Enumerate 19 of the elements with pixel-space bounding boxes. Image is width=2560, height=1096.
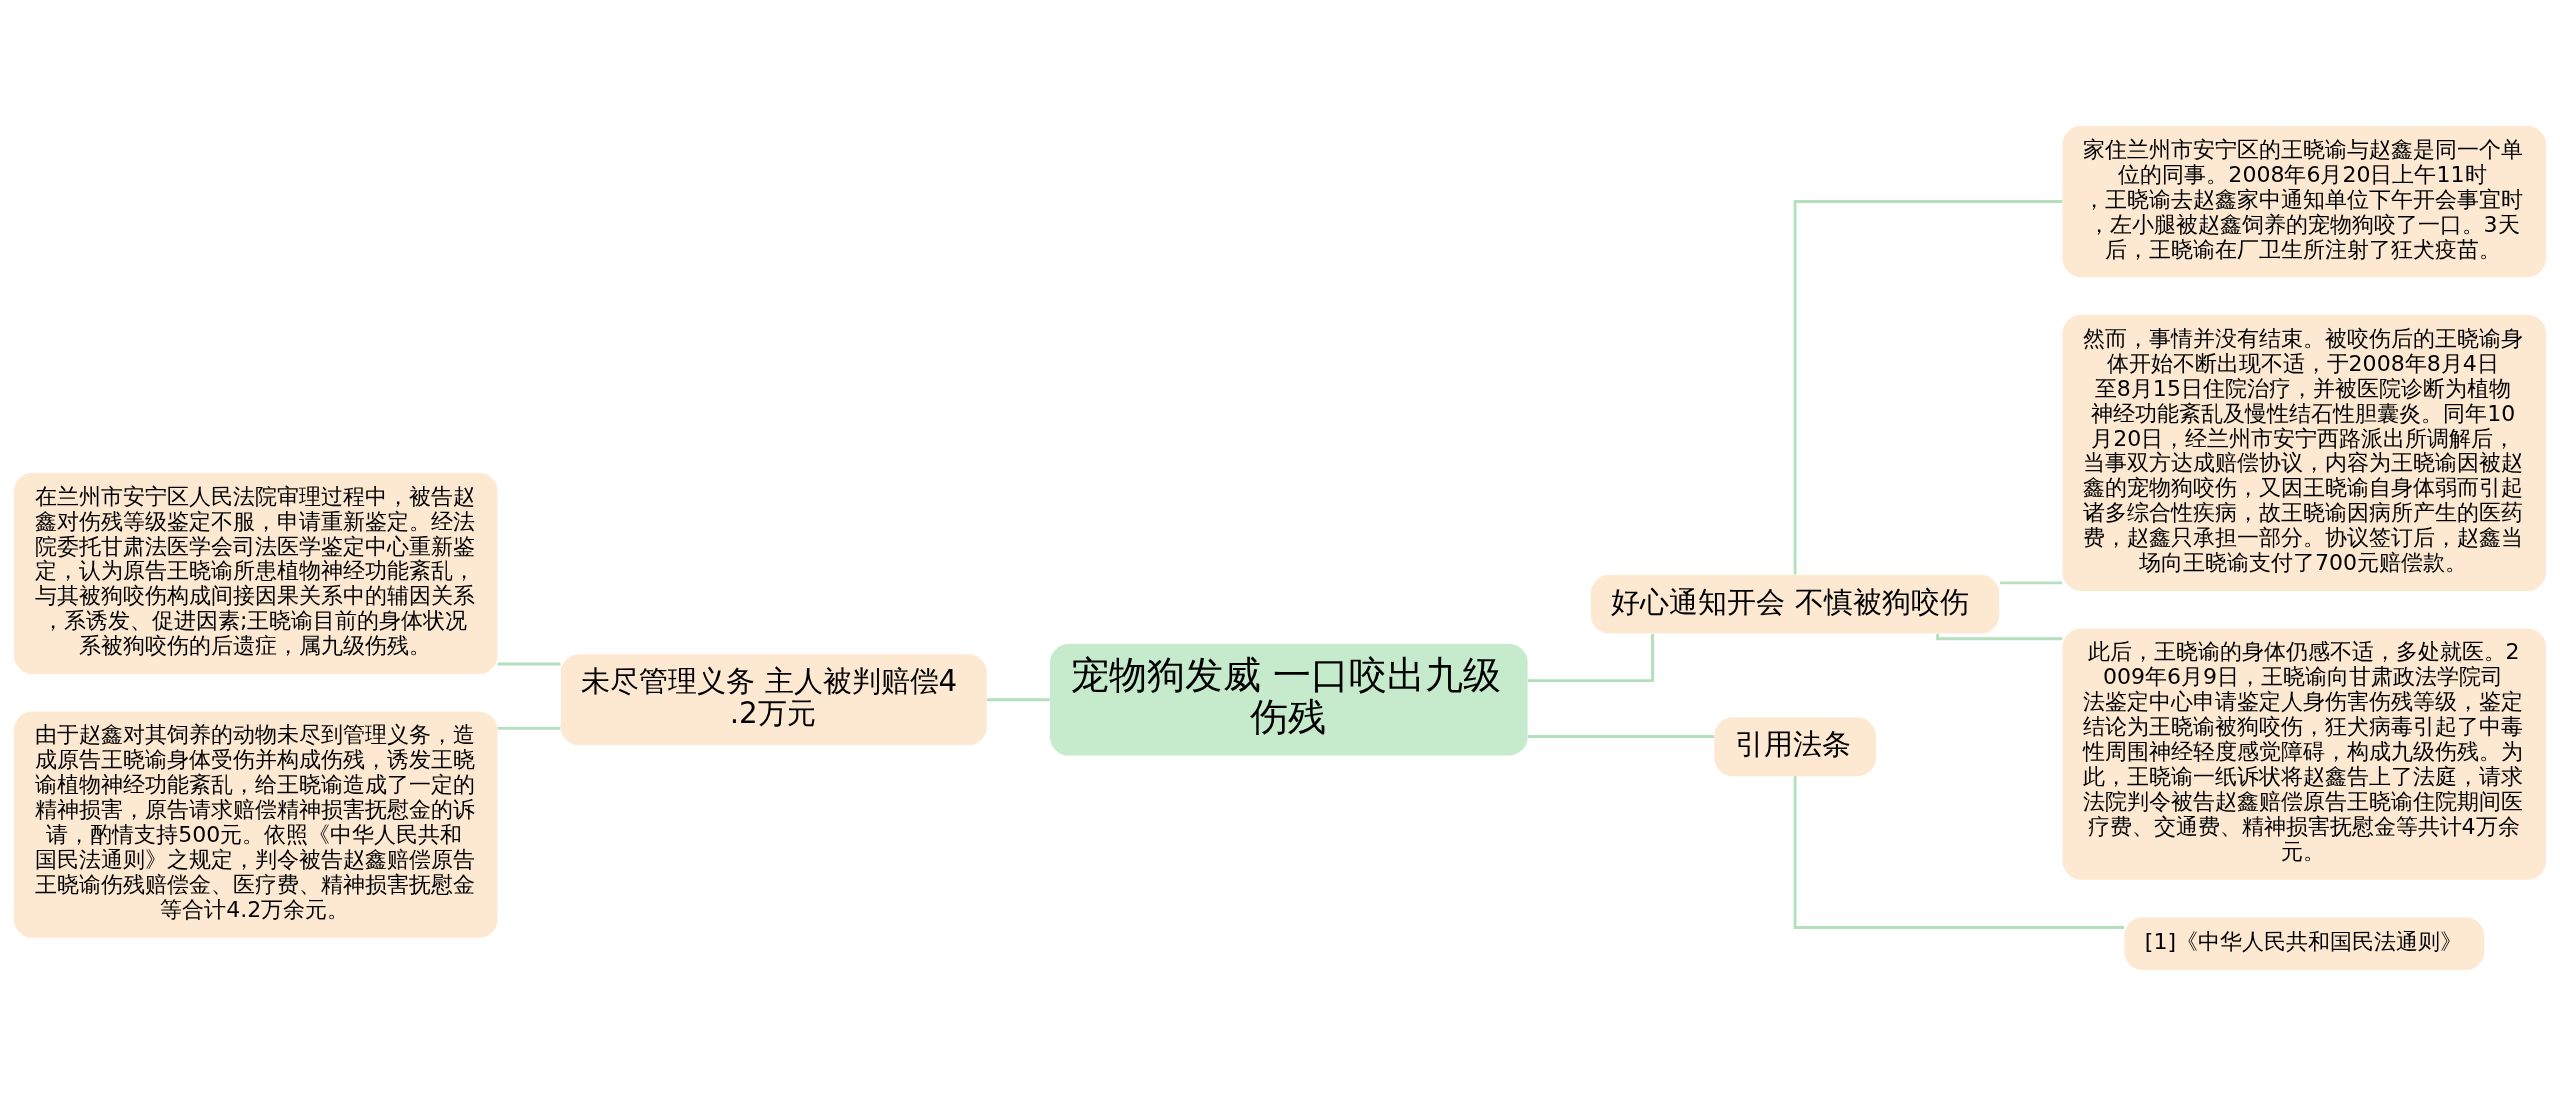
node-box: 未尽管理义务 主人被判赔偿4.2万元: [560, 654, 987, 746]
node-box: 家住兰州市安宁区的王晓谕与赵鑫是同一个单位的同事。2008年6月20日上午11时，王晓谕去赵鑫家中通知单位下午开会事宜时，左小腿被赵鑫饲养的宠物狗咬了一口。3天后，王晓谕在厂卫生所注射了狂犬疫苗。: [2062, 125, 2546, 278]
node-box: 此后，王晓谕的身体仍感不适，多处就医。2009年6月9日，王晓谕向甘肃政法学院司法鉴定中心申请鉴定人身伤害伤残等级，鉴定结论为王晓谕被狗咬伤，狂犬病毒引起了中毒性周围神经轻度感觉障碍，构成九级伤残。为此，王晓谕一纸诉状将赵鑫告上了法庭，请求法院判令被告赵鑫赔偿原告王晓谕住院期间医疗费、交通费、精神损害抚慰金等共计4万余元。: [2062, 628, 2546, 880]
node-box: 引用法条: [1714, 717, 1876, 777]
node-box: [1]《中华人民共和国民法通则》: [2124, 917, 2485, 971]
node-box: 宠物狗发威 一口咬出九级伤残: [1050, 643, 1528, 756]
connector: [1936, 633, 2063, 641]
connector: [497, 662, 561, 666]
node-box: 然而，事情并没有结束。被咬伤后的王晓谕身体开始不断出现不适，于2008年8月4日至8月15日住院治疗，并被医院诊断为植物神经功能紊乱及慢性结石性胆囊炎。同年10月20日，经兰州市安宁西路派出所调解后，当事双方达成赔偿协议，内容为王晓谕因被赵鑫的宠物狗咬伤，又因王晓谕自身体弱而引起诸多综合性疾病，故王晓谕因病所产生的医药费，赵鑫只承担一部分。协议签订后，赵鑫当场向王晓谕支付了700元赔偿款。: [2062, 314, 2546, 591]
node-box: 由于赵鑫对其饲养的动物未尽到管理义务，造成原告王晓谕身体受伤并构成伤残，诱发王晓谕植物神经功能紊乱，给王晓谕造成了一定的精神损害，原告请求赔偿精神损害抚慰金的诉请，酌情支持500元。依照《中华人民共和国民法通则》之规定，判令被告赵鑫赔偿原告王晓谕伤残赔偿金、医疗费、精神损害抚慰金等合计4.2万余元。: [14, 711, 498, 938]
connector: [1793, 776, 2124, 929]
connector: [497, 726, 561, 730]
connector: [1793, 200, 2063, 575]
connector: [2000, 581, 2063, 585]
connector: [1527, 735, 1715, 738]
connector: [986, 698, 1050, 702]
node-box: 好心通知开会 不慎被狗咬伤: [1590, 574, 2000, 634]
node-box: 在兰州市安宁区人民法院审理过程中，被告赵鑫对伤残等级鉴定不服，申请重新鉴定。经法院委托甘肃法医学会司法医学鉴定中心重新鉴定，认为原告王晓谕所患植物神经功能紊乱，与其被狗咬伤构成间接因果关系中的辅因关系，系诱发、促进因素;王晓谕目前的身体状况系被狗咬伤的后遗症，属九级伤残。: [14, 472, 498, 674]
connector: [1527, 633, 1654, 683]
